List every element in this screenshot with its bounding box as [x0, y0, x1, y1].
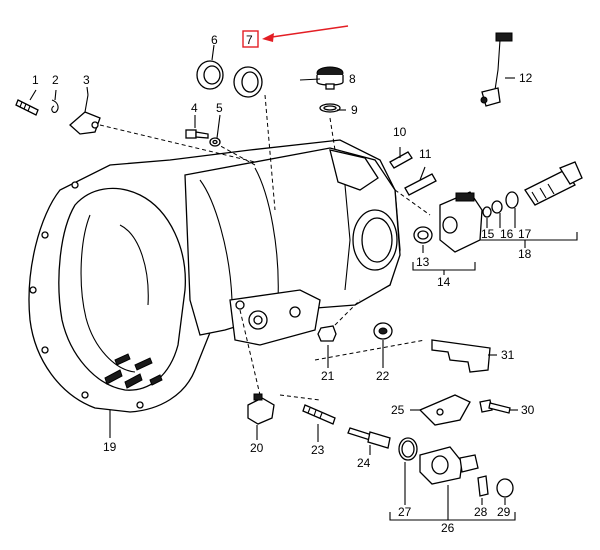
- part-17-ring[interactable]: [505, 191, 519, 209]
- part-7-seal-ring[interactable]: [233, 66, 263, 98]
- callout-31[interactable]: 31: [501, 348, 515, 362]
- callout-17[interactable]: 17: [518, 227, 532, 241]
- part-27-o-ring[interactable]: [398, 437, 418, 461]
- callout-29[interactable]: 29: [497, 505, 511, 519]
- callout-labels: 1 2 3 4 5 6 7 8 9 10 11 12 13 14 15 16 1…: [32, 33, 535, 535]
- highlight-annotation: [242, 25, 349, 48]
- callout-18[interactable]: 18: [518, 247, 532, 261]
- part-3-lever[interactable]: [69, 94, 101, 135]
- part-29-cap[interactable]: [496, 478, 514, 498]
- callout-22[interactable]: 22: [376, 369, 390, 383]
- callout-11[interactable]: 11: [419, 147, 432, 161]
- callout-15[interactable]: 15: [481, 227, 495, 241]
- part-28-bolt[interactable]: [477, 475, 489, 497]
- part-26-speed-sensor[interactable]: [419, 446, 479, 485]
- callout-9[interactable]: 9: [351, 103, 358, 117]
- part-16-ring[interactable]: [491, 200, 503, 214]
- callout-28[interactable]: 28: [474, 505, 488, 519]
- callout-10[interactable]: 10: [393, 125, 407, 139]
- part-20-sensor[interactable]: [247, 393, 275, 425]
- part-23-shaft[interactable]: [302, 404, 336, 425]
- part-9-o-ring[interactable]: [319, 103, 341, 113]
- callout-13[interactable]: 13: [416, 255, 430, 269]
- part-1-stud[interactable]: [15, 99, 39, 116]
- callout-14[interactable]: 14: [437, 275, 451, 289]
- part-15-ring[interactable]: [482, 206, 492, 218]
- callout-25[interactable]: 25: [391, 403, 405, 417]
- callout-24[interactable]: 24: [357, 456, 371, 470]
- callout-1[interactable]: 1: [32, 73, 39, 87]
- callout-16[interactable]: 16: [500, 227, 514, 241]
- callout-19[interactable]: 19: [103, 440, 117, 454]
- transmission-case: [28, 94, 431, 413]
- part-24-pin[interactable]: [347, 427, 391, 449]
- leader-lines: [29, 44, 578, 521]
- callout-12[interactable]: 12: [519, 71, 533, 85]
- part-11-pin[interactable]: [404, 173, 437, 196]
- part-21-nut[interactable]: [317, 325, 337, 342]
- part-31-bracket[interactable]: [431, 339, 491, 373]
- callout-26[interactable]: 26: [441, 521, 455, 535]
- callout-23[interactable]: 23: [311, 443, 325, 457]
- part-22-seal[interactable]: [373, 322, 393, 340]
- callout-30[interactable]: 30: [521, 403, 535, 417]
- part-30-bolt[interactable]: [479, 399, 511, 414]
- callout-2[interactable]: 2: [52, 73, 59, 87]
- callout-21[interactable]: 21: [321, 369, 335, 383]
- part-12-sensor[interactable]: [480, 32, 513, 107]
- part-13-o-ring[interactable]: [413, 226, 433, 244]
- callout-20[interactable]: 20: [250, 441, 264, 455]
- part-5-washer[interactable]: [209, 137, 221, 147]
- callout-3[interactable]: 3: [83, 73, 90, 87]
- part-2-clip[interactable]: [51, 99, 59, 113]
- callout-7[interactable]: 7: [246, 33, 253, 47]
- part-18-valve[interactable]: [524, 161, 583, 206]
- callout-6[interactable]: 6: [211, 33, 218, 47]
- callout-27[interactable]: 27: [398, 505, 412, 519]
- callout-5[interactable]: 5: [216, 101, 223, 115]
- part-14-solenoid[interactable]: [439, 191, 483, 253]
- callout-8[interactable]: 8: [349, 72, 356, 86]
- part-4-bolt[interactable]: [185, 129, 209, 139]
- callout-4[interactable]: 4: [191, 101, 198, 115]
- part-6-seal[interactable]: [196, 60, 224, 90]
- part-25-bracket[interactable]: [418, 394, 471, 426]
- part-10-pin[interactable]: [389, 151, 413, 169]
- part-8-cap[interactable]: [316, 66, 344, 90]
